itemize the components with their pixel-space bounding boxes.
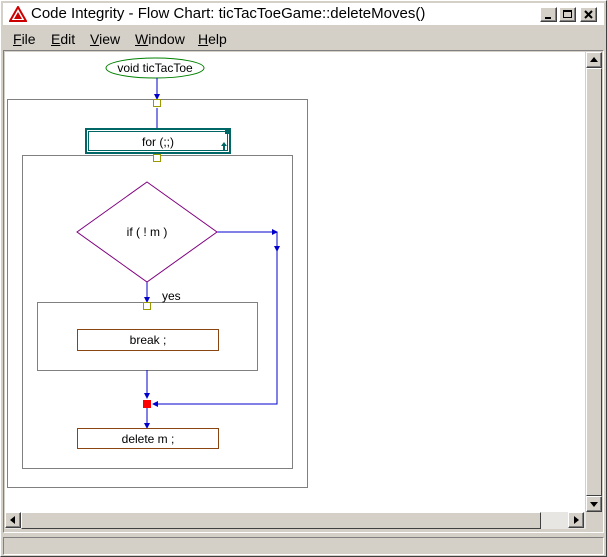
flowchart-canvas[interactable]: void ticTacToe for (;;) if ( ! m ) yes b…	[5, 52, 585, 512]
menu-view[interactable]: View	[90, 31, 121, 47]
port-start	[153, 99, 161, 107]
yes-label: yes	[162, 289, 181, 303]
window-title: Code Integrity - Flow Chart: ticTacToeGa…	[31, 5, 426, 22]
vertical-scrollbar[interactable]	[586, 52, 602, 512]
title-bar[interactable]: Code Integrity - Flow Chart: ticTacToeGa…	[3, 3, 604, 25]
menu-edit[interactable]: Edit	[51, 31, 76, 47]
code-integrity-icon[interactable]	[8, 4, 28, 22]
connector-no-return	[152, 251, 278, 407]
delete-statement-label: delete m ;	[121, 431, 175, 446]
arrow-up-icon	[590, 57, 598, 62]
break-label: break ;	[129, 333, 167, 347]
minimize-icon	[545, 17, 551, 19]
maximize-button[interactable]	[559, 7, 576, 22]
scrollbar-corner	[586, 512, 602, 529]
delete-statement-box[interactable]: delete m ;	[77, 428, 219, 449]
break-box[interactable]: break ;	[77, 329, 219, 351]
horizontal-scrollbar[interactable]	[5, 512, 586, 529]
menu-file[interactable]: File	[13, 31, 36, 47]
decision-diamond[interactable]	[76, 181, 218, 283]
arrow-down-icon	[590, 502, 598, 507]
arrow-left-icon	[10, 516, 15, 524]
close-icon	[584, 10, 593, 19]
status-bar	[3, 537, 604, 555]
vertical-scroll-thumb[interactable]	[586, 68, 602, 496]
loop-corner-marker	[225, 130, 229, 134]
menu-bar: File Edit View Window Help	[3, 29, 604, 49]
close-button[interactable]	[580, 7, 597, 22]
flowchart-diagram	[7, 57, 308, 488]
junction-node[interactable]	[143, 400, 151, 408]
loop-header-label: for (;;)	[142, 135, 174, 149]
loop-back-icon	[221, 142, 227, 150]
arrow-right-icon	[574, 516, 579, 524]
loop-header-box[interactable]: for (;;)	[85, 128, 231, 154]
flowchart-view: void ticTacToe for (;;) if ( ! m ) yes b…	[3, 50, 604, 533]
port-yes	[143, 302, 151, 310]
menu-window[interactable]: Window	[135, 31, 185, 47]
scroll-left-button[interactable]	[5, 512, 21, 528]
start-oval[interactable]	[105, 57, 205, 79]
port-loop-body	[153, 154, 161, 162]
horizontal-scroll-thumb[interactable]	[21, 512, 541, 529]
maximize-icon	[563, 10, 572, 18]
start-label: void ticTacToe	[117, 61, 193, 75]
minimize-button[interactable]	[540, 7, 557, 22]
menu-help[interactable]: Help	[198, 31, 227, 47]
decision-label: if ( ! m )	[126, 225, 168, 239]
scroll-right-button[interactable]	[568, 512, 584, 528]
scroll-up-button[interactable]	[586, 52, 602, 68]
scroll-down-button[interactable]	[586, 496, 602, 512]
